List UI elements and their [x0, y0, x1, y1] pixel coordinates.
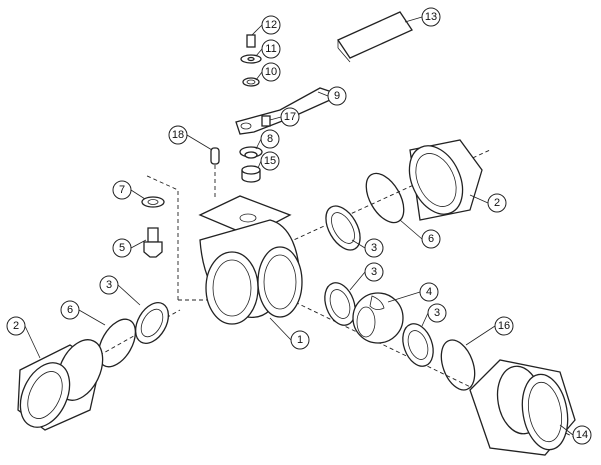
callout-13: 13	[421, 7, 441, 27]
svg-text:16: 16	[498, 320, 510, 332]
handle-sleeve	[337, 11, 413, 63]
callout-10: 10	[261, 62, 281, 82]
ball	[352, 292, 404, 344]
svg-text:2: 2	[494, 197, 500, 209]
callout-3-left: 3	[99, 275, 119, 295]
callout-3-mid: 3	[364, 262, 384, 282]
callout-7: 7	[112, 180, 132, 200]
svg-text:7: 7	[119, 184, 125, 196]
callout-1: 1	[290, 330, 310, 350]
callout-15: 15	[260, 151, 280, 171]
callout-3-lower: 3	[427, 303, 447, 323]
svg-text:13: 13	[425, 11, 437, 23]
left-seat	[134, 302, 170, 344]
stop-pin	[210, 147, 220, 165]
svg-text:8: 8	[267, 133, 273, 145]
svg-text:1: 1	[297, 334, 303, 346]
svg-text:14: 14	[576, 429, 588, 441]
svg-text:6: 6	[67, 304, 73, 316]
lower-seat	[402, 323, 434, 367]
svg-text:4: 4	[426, 286, 432, 298]
svg-text:11: 11	[265, 43, 276, 55]
callout-17: 17	[280, 107, 300, 127]
svg-text:3: 3	[371, 266, 377, 278]
callout-4: 4	[419, 282, 439, 302]
svg-text:3: 3	[371, 242, 377, 254]
upper-right-seat	[325, 205, 361, 251]
svg-text:10: 10	[265, 66, 277, 78]
callout-2-left: 2	[6, 316, 26, 336]
callout-12: 12	[261, 15, 281, 35]
svg-text:3: 3	[106, 279, 112, 291]
svg-text:9: 9	[334, 90, 340, 102]
callout-3-right: 3	[364, 238, 384, 258]
callout-6-right: 6	[421, 229, 441, 249]
valve-body	[198, 195, 303, 325]
callout-2-right: 2	[487, 193, 507, 213]
upper-right-end-connector	[408, 139, 483, 221]
valve-stem	[143, 227, 163, 258]
callout-14: 14	[572, 425, 592, 445]
svg-text:15: 15	[264, 155, 276, 167]
svg-text:3: 3	[434, 307, 440, 319]
svg-text:17: 17	[284, 111, 296, 123]
callout-11: 11	[261, 39, 281, 59]
mid-seat	[324, 282, 356, 326]
callout-16: 16	[494, 316, 514, 336]
lower-right-end-connector	[469, 359, 576, 456]
callout-8: 8	[260, 129, 280, 149]
callout-5: 5	[112, 238, 132, 258]
stem-packing	[239, 146, 263, 183]
svg-text:6: 6	[428, 233, 434, 245]
lower-oring	[440, 339, 476, 391]
stem-nut-washers	[240, 34, 262, 87]
callout-9: 9	[327, 86, 347, 106]
svg-text:5: 5	[119, 242, 125, 254]
svg-text:18: 18	[172, 129, 184, 141]
left-oring	[97, 318, 137, 368]
callout-18: 18	[168, 125, 188, 145]
stem-washer	[141, 196, 165, 208]
svg-text:2: 2	[13, 320, 19, 332]
leader-lines	[24, 16, 574, 436]
svg-text:12: 12	[265, 19, 277, 31]
upper-right-oring	[365, 172, 405, 224]
callout-6-left: 6	[60, 300, 80, 320]
left-end-connector	[17, 339, 104, 431]
